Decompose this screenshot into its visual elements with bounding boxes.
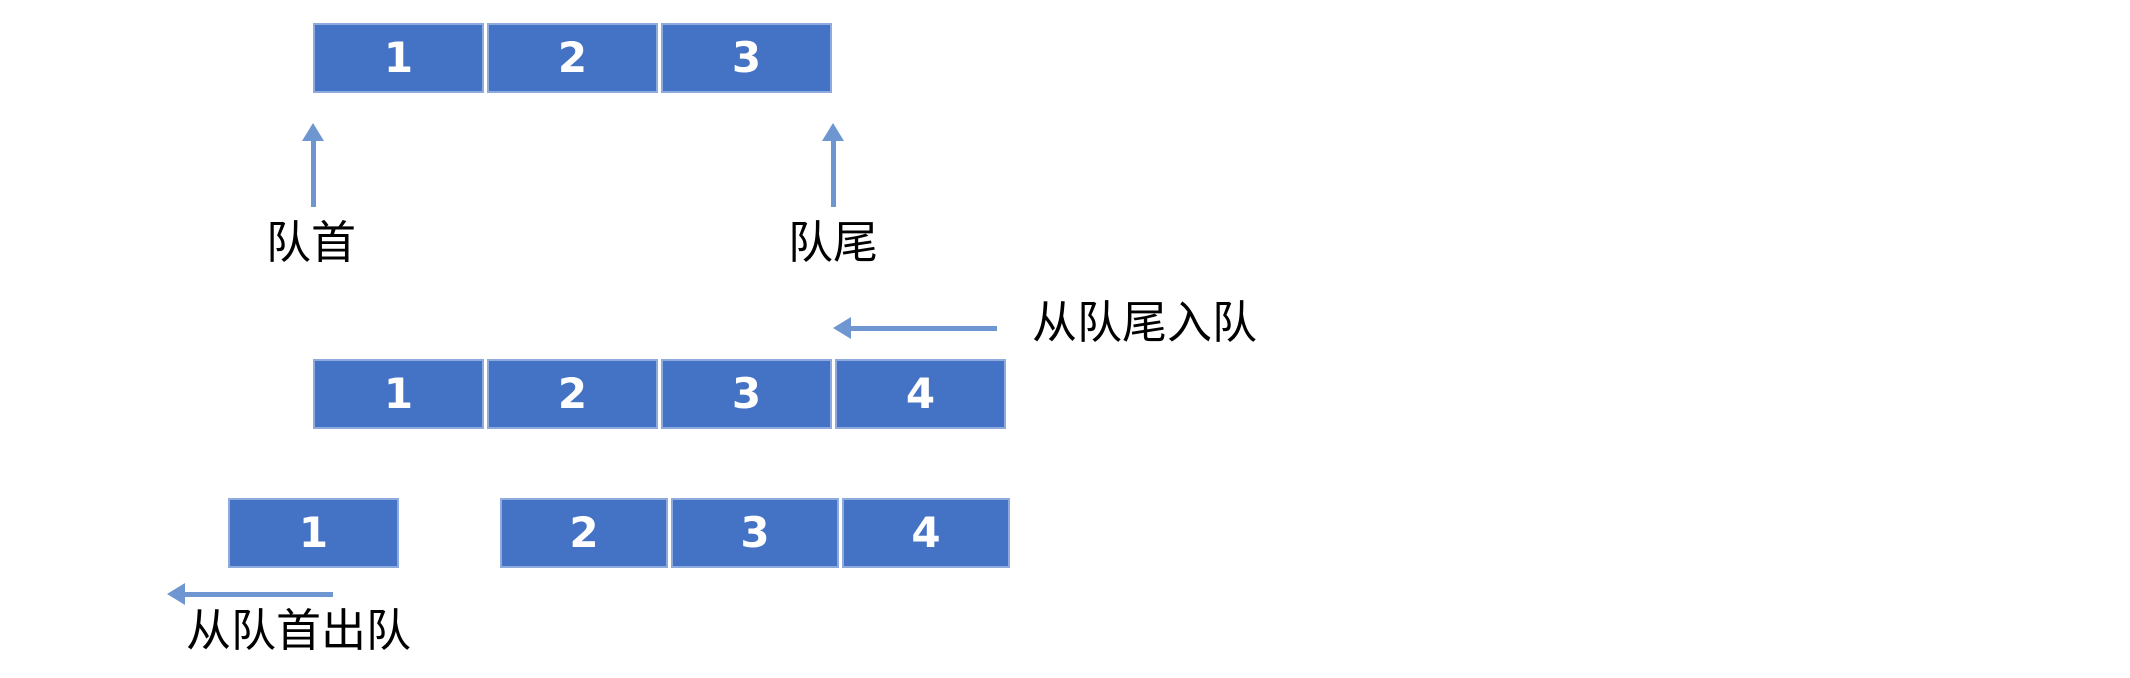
head-pointer-arrow-icon xyxy=(302,123,324,207)
enqueue-arrow-icon xyxy=(833,317,997,339)
queue-cell: 4 xyxy=(842,498,1010,568)
queue-cell: 1 xyxy=(313,359,484,429)
arrow-shaft xyxy=(310,141,316,207)
queue-cell: 2 xyxy=(487,23,658,93)
queue-cell: 2 xyxy=(487,359,658,429)
queue-row-after-dequeue: 2 3 4 xyxy=(500,498,1010,568)
arrow-head xyxy=(167,583,185,605)
queue-row-after-enqueue: 1 2 3 4 xyxy=(313,359,1006,429)
queue-cell: 3 xyxy=(671,498,839,568)
dequeue-label: 从队首出队 xyxy=(186,604,412,657)
queue-row-dequeued-element: 1 xyxy=(228,498,399,568)
arrow-head xyxy=(833,317,851,339)
queue-cell: 3 xyxy=(661,359,832,429)
head-label: 队首 xyxy=(266,216,357,269)
queue-cell: 1 xyxy=(228,498,399,568)
queue-cell: 4 xyxy=(835,359,1006,429)
arrow-shaft xyxy=(851,325,997,331)
arrow-shaft xyxy=(830,141,836,207)
arrow-head xyxy=(302,123,324,141)
dequeue-arrow-icon xyxy=(167,583,333,605)
arrow-shaft xyxy=(185,591,333,597)
queue-cell: 3 xyxy=(661,23,832,93)
queue-row-initial: 1 2 3 xyxy=(313,23,832,93)
queue-cell: 1 xyxy=(313,23,484,93)
enqueue-label: 从队尾入队 xyxy=(1032,296,1258,349)
arrow-head xyxy=(822,123,844,141)
tail-pointer-arrow-icon xyxy=(822,123,844,207)
tail-label: 队尾 xyxy=(788,216,879,269)
queue-cell: 2 xyxy=(500,498,668,568)
